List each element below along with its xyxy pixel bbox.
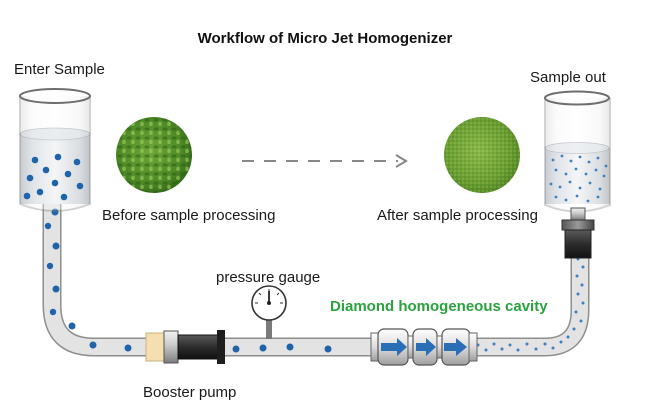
cavity-label: Diamond homogeneous cavity <box>330 298 548 315</box>
diagram-title: Workflow of Micro Jet Homogenizer <box>197 30 453 47</box>
sample-before-image <box>116 117 192 193</box>
booster-pump-icon <box>145 330 225 364</box>
enter-sample-label: Enter Sample <box>14 61 105 78</box>
before-processing-label: Before sample processing <box>102 207 276 224</box>
beaker-icon <box>19 88 91 212</box>
outlet-fitting <box>561 207 595 259</box>
pressure-gauge-icon <box>251 285 287 339</box>
flow-arrow-icon <box>242 154 408 168</box>
homogeneous-cavity-icon <box>370 328 478 366</box>
booster-pump-label: Booster pump <box>143 384 237 401</box>
sample-after-image <box>444 117 520 193</box>
beaker-icon <box>544 90 611 213</box>
pressure-gauge-label: pressure gauge <box>216 269 321 286</box>
after-processing-label: After sample processing <box>377 207 538 224</box>
sample-out-label: Sample out <box>530 69 606 86</box>
inlet-particles <box>44 208 332 353</box>
